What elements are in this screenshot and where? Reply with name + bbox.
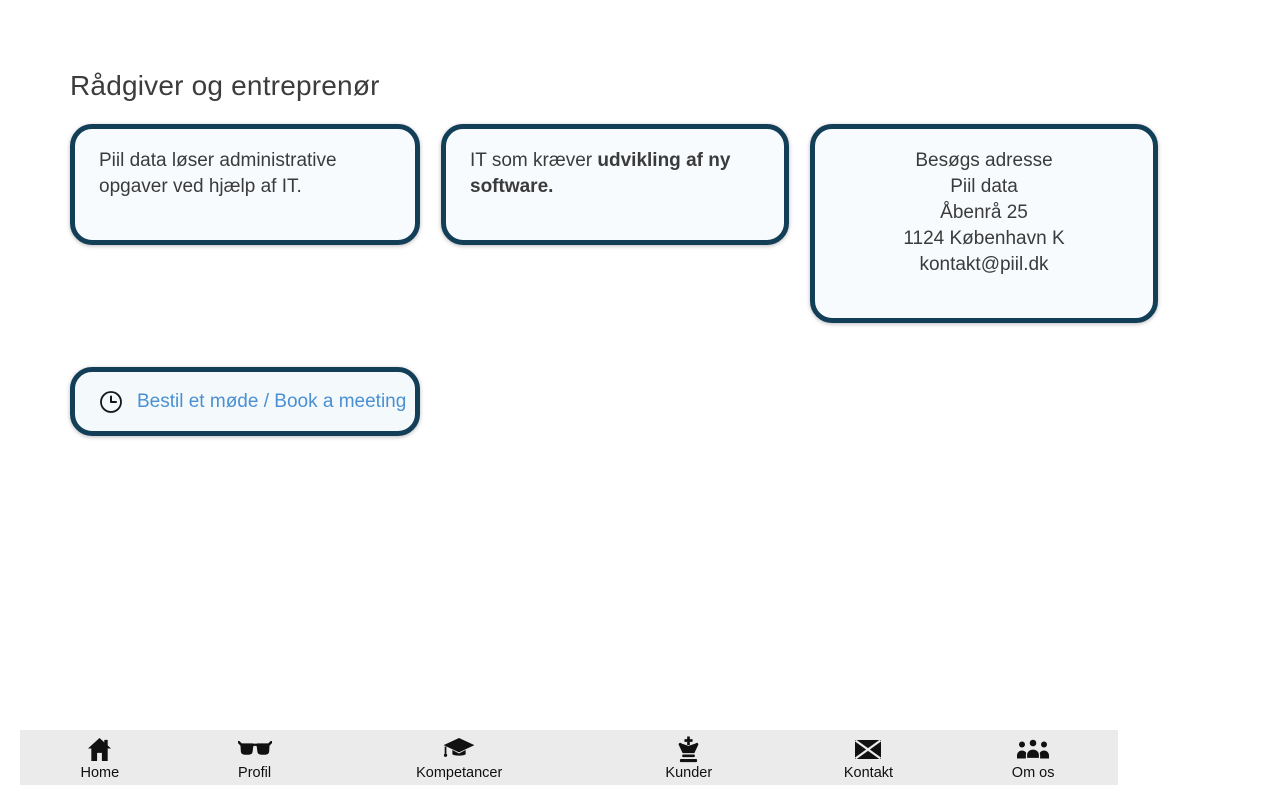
nav-label-home: Home (80, 765, 120, 781)
glasses-icon (237, 734, 272, 764)
users-icon (1016, 734, 1050, 764)
book-meeting-button[interactable]: Bestil et møde / Book a meeting (70, 367, 420, 436)
nav-label-kunder: Kunder (665, 765, 713, 781)
main-content: Rådgiver og entreprenør Piil data løser … (70, 72, 1160, 436)
chess-king-icon (675, 734, 702, 764)
clock-icon (99, 387, 123, 417)
home-icon (87, 734, 112, 764)
address-line: Piil data (950, 176, 1018, 197)
nav-item-home[interactable]: Home (20, 730, 180, 785)
nav-item-kunder[interactable]: Kunder (589, 730, 789, 785)
card-service-text: IT som kræver (470, 150, 598, 171)
card-intro: Piil data løser administrative opgaver v… (70, 124, 420, 245)
address-line: kontakt@piil.dk (919, 254, 1049, 275)
graduation-cap-icon (442, 734, 476, 764)
bottom-navigation-bar: Home Profil Kompetancer (20, 730, 1118, 785)
nav-item-kontakt[interactable]: Kontakt (789, 730, 949, 785)
nav-item-om-os[interactable]: Om os (948, 730, 1118, 785)
book-meeting-link[interactable]: Bestil et møde / Book a meeting (137, 390, 407, 412)
info-cards-row: Piil data løser administrative opgaver v… (70, 124, 1160, 323)
address-line: Åbenrå 25 (940, 202, 1028, 223)
address-line: 1124 København K (903, 228, 1065, 249)
page-title: Rådgiver og entreprenør (70, 70, 380, 101)
nav-item-kompetancer[interactable]: Kompetancer (329, 730, 589, 785)
nav-label-kompetancer: Kompetancer (416, 765, 503, 781)
card-contact-address: Besøgs adresse Piil data Åbenrå 25 1124 … (810, 124, 1158, 323)
nav-item-profil[interactable]: Profil (180, 730, 330, 785)
address-line: Besøgs adresse (915, 150, 1053, 171)
card-service-text-bold: udvikling af ny software. (470, 150, 731, 197)
envelope-icon (855, 734, 882, 764)
card-intro-text: Piil data løser administrative opgaver v… (99, 150, 337, 197)
nav-label-profil: Profil (238, 765, 272, 781)
nav-label-kontakt: Kontakt (843, 765, 894, 781)
card-service: IT som kræver udvikling af ny software. (441, 124, 789, 245)
nav-label-om-os: Om os (1011, 765, 1055, 781)
